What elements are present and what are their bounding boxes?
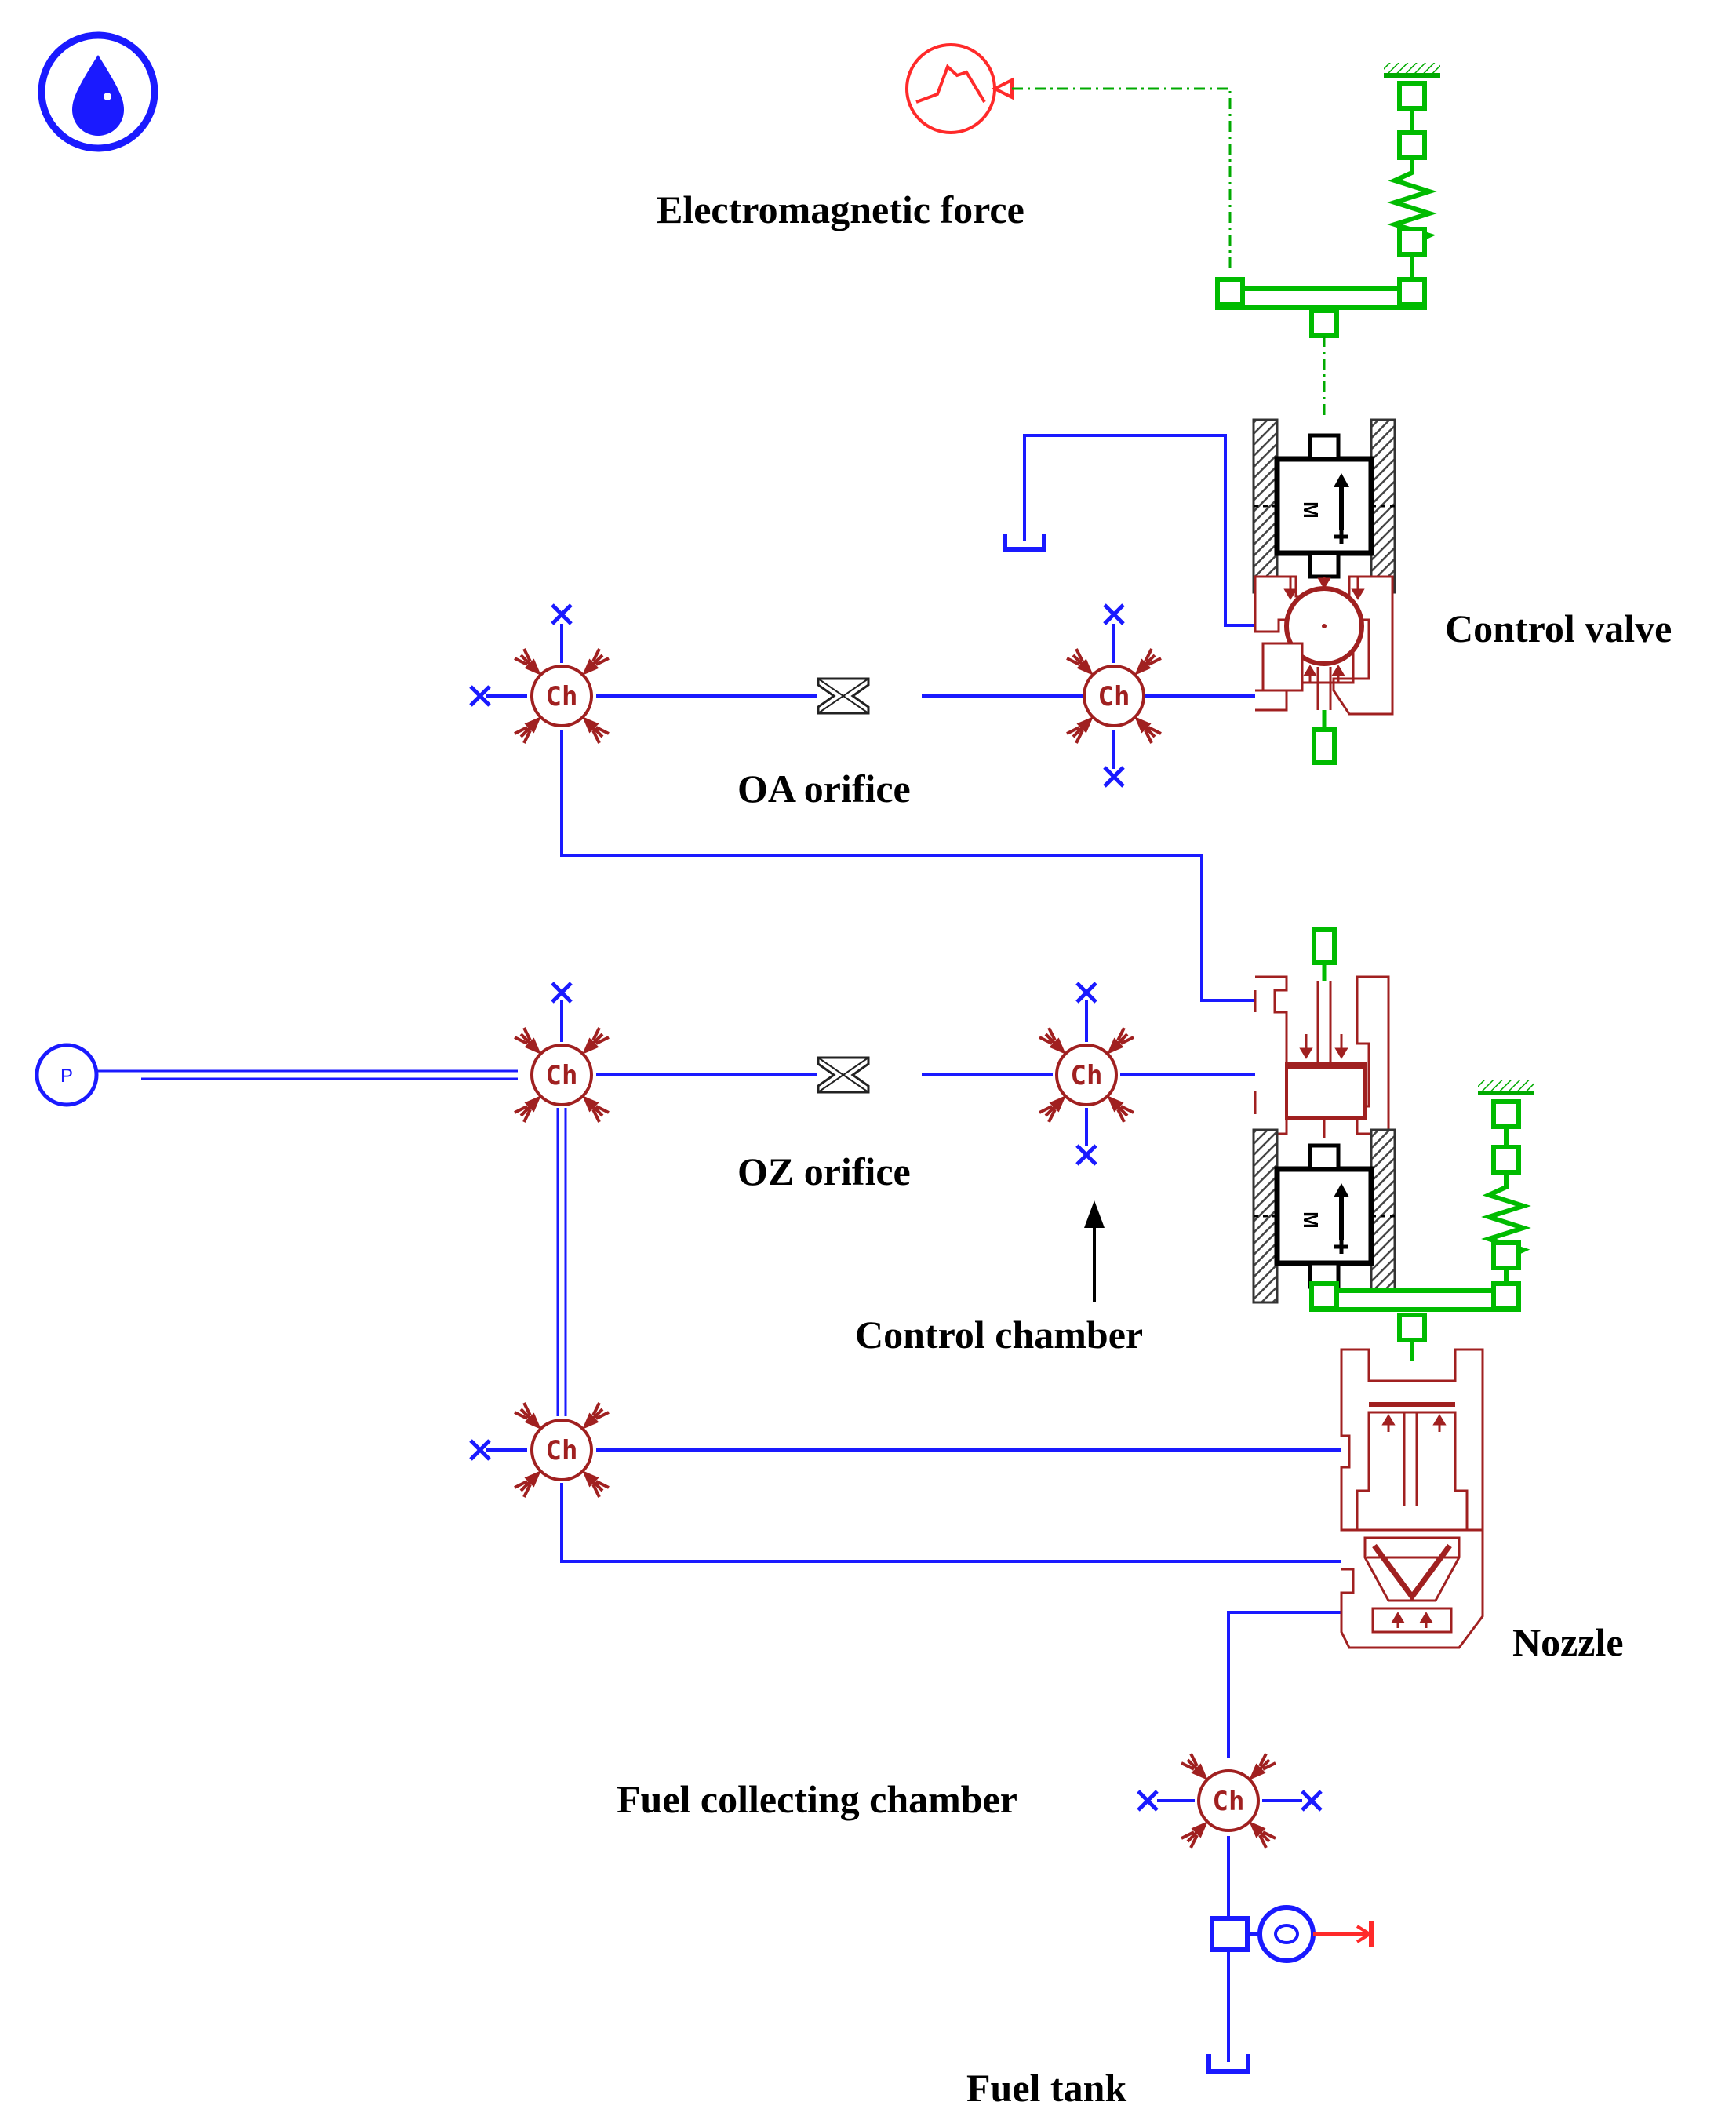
control-valve-label: Control valve <box>1445 606 1672 650</box>
pressure-source-icon[interactable]: P <box>35 1043 99 1107</box>
control-valve[interactable]: M <box>1254 420 1395 765</box>
orifice-oa-icon[interactable] <box>817 677 870 715</box>
fuel-collecting-chamber-label: Fuel collecting chamber <box>617 1777 1017 1821</box>
electromagnetic-force-label: Electromagnetic force <box>657 188 1024 231</box>
chamber-label: Ch <box>1213 1786 1245 1817</box>
chamber-oa-outlet[interactable]: Ch <box>1065 647 1163 745</box>
mass-label: M <box>1299 501 1323 519</box>
pump-icon[interactable] <box>1210 1905 1374 1963</box>
nozzle-label: Nozzle <box>1512 1620 1624 1664</box>
chamber-label: Ch <box>1071 1060 1103 1091</box>
signal-link <box>1012 87 1232 271</box>
nozzle[interactable] <box>1340 1348 1484 1649</box>
control-chamber-piston[interactable] <box>1254 927 1390 1138</box>
signal-source-icon[interactable] <box>905 43 1014 134</box>
chamber-supply[interactable]: Ch <box>513 1026 610 1124</box>
chamber-fuel-collecting[interactable]: Ch <box>1180 1752 1277 1849</box>
orifice-oz-icon[interactable] <box>817 1056 870 1094</box>
control-chamber-label: Control chamber <box>855 1313 1143 1357</box>
pressure-source-label: P <box>60 1065 73 1087</box>
chamber-nozzle-feed[interactable]: Ch <box>513 1401 610 1499</box>
chamber-label: Ch <box>1098 681 1130 712</box>
chamber-control[interactable]: Ch <box>1038 1026 1135 1124</box>
chamber-label: Ch <box>546 1060 578 1091</box>
valve-linkage <box>1215 63 1440 420</box>
control-chamber-arrow <box>1084 1200 1105 1302</box>
supply-line <box>98 1069 567 1416</box>
nozzle-linkage <box>1309 1080 1534 1361</box>
hydraulic-drop-icon <box>38 31 158 152</box>
fuel-tank-icon[interactable] <box>1206 2054 1250 2074</box>
oa-orifice-label: OA orifice <box>737 767 911 810</box>
chamber-oa-inlet[interactable]: Ch <box>513 647 610 745</box>
needle-mass[interactable]: M <box>1254 1130 1395 1302</box>
fuel-tank-label: Fuel tank <box>966 2066 1126 2110</box>
tank-icon[interactable] <box>1003 534 1046 552</box>
mass-label: M <box>1299 1211 1323 1229</box>
chamber-label: Ch <box>546 1435 578 1466</box>
hydraulic-lines <box>486 434 1349 2062</box>
oz-orifice-label: OZ orifice <box>737 1149 911 1193</box>
chamber-label: Ch <box>546 681 578 712</box>
